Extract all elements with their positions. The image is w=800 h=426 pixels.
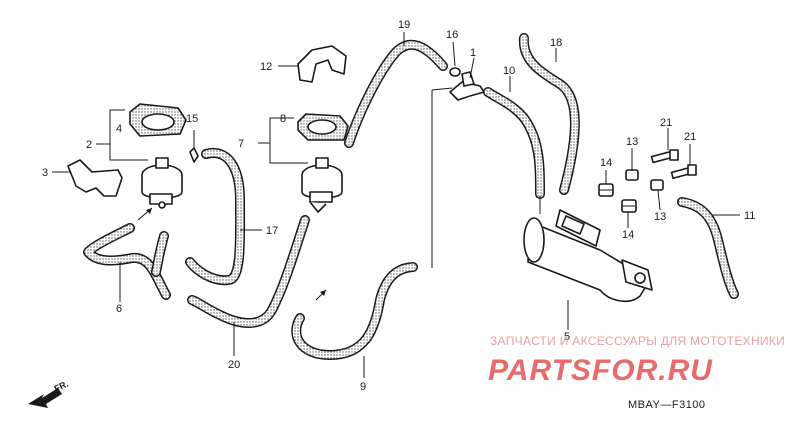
callout-15: 15 (186, 113, 198, 125)
callout-18: 18 (550, 37, 562, 49)
hose-19[interactable] (344, 39, 448, 148)
callout-17: 17 (266, 225, 278, 237)
hose-17[interactable] (185, 147, 246, 286)
watermark-brand: PARTSFOR.RU (488, 354, 713, 387)
valve-2[interactable] (141, 157, 183, 209)
callout-10: 10 (503, 65, 515, 77)
hose-20[interactable] (187, 215, 310, 328)
front-arrow-icon (28, 388, 62, 408)
hose-18[interactable] (518, 33, 580, 195)
hose-10[interactable] (483, 87, 545, 199)
bolt-21b[interactable] (670, 164, 697, 180)
callout-14b: 14 (622, 229, 634, 241)
bracket-12[interactable] (297, 45, 347, 83)
flow-arrow-icon (137, 207, 327, 301)
leader-lines (52, 32, 740, 378)
callout-13a: 13 (626, 136, 638, 148)
bolt-21a[interactable] (650, 149, 679, 164)
callout-21b: 21 (684, 131, 696, 143)
callout-5: 5 (564, 331, 570, 343)
clip-15[interactable] (189, 147, 199, 163)
hose-11[interactable] (677, 197, 739, 299)
callout-11: 11 (744, 210, 755, 222)
grommet-14b[interactable] (621, 199, 637, 213)
grommet-14a[interactable] (598, 183, 614, 197)
clip-16[interactable] (449, 67, 461, 77)
direction-label: FR. (53, 379, 70, 394)
clamp-8[interactable] (297, 113, 349, 141)
watermark: ЗАПЧАСТИ И АКСЕССУАРЫ ДЛЯ МОТОТЕХНИКИ PA… (488, 334, 785, 387)
diagram-code: MBAY—F3100 (628, 399, 706, 411)
callout-4: 4 (116, 123, 122, 135)
watermark-caption: ЗАПЧАСТИ И АКСЕССУАРЫ ДЛЯ МОТОТЕХНИКИ (490, 334, 785, 348)
hose-9[interactable] (291, 262, 418, 360)
callout-12: 12 (260, 61, 272, 73)
callout-7: 7 (238, 138, 244, 150)
callout-16: 16 (446, 29, 458, 41)
clamp-4[interactable] (129, 103, 187, 137)
callout-8: 8 (280, 113, 286, 125)
callout-1: 1 (470, 47, 476, 59)
front-direction-indicator: FR. (28, 379, 70, 408)
callout-13b: 13 (654, 211, 666, 223)
bracket-3[interactable] (67, 159, 123, 197)
callout-labels: 1 2 3 4 5 6 7 8 9 10 11 12 13 13 14 14 1… (42, 19, 755, 393)
callout-14a: 14 (600, 157, 612, 169)
valve-7[interactable] (301, 157, 343, 213)
collar-13a[interactable] (625, 169, 639, 181)
collar-13b[interactable] (650, 179, 664, 191)
callout-6: 6 (116, 303, 122, 315)
canister-5[interactable] (523, 209, 653, 303)
callout-9: 9 (360, 381, 366, 393)
callout-20: 20 (228, 359, 240, 371)
callout-21a: 21 (660, 117, 672, 129)
callout-2: 2 (86, 139, 92, 151)
callout-3: 3 (42, 167, 48, 179)
hose-6[interactable] (83, 223, 171, 300)
callout-19: 19 (398, 19, 410, 31)
